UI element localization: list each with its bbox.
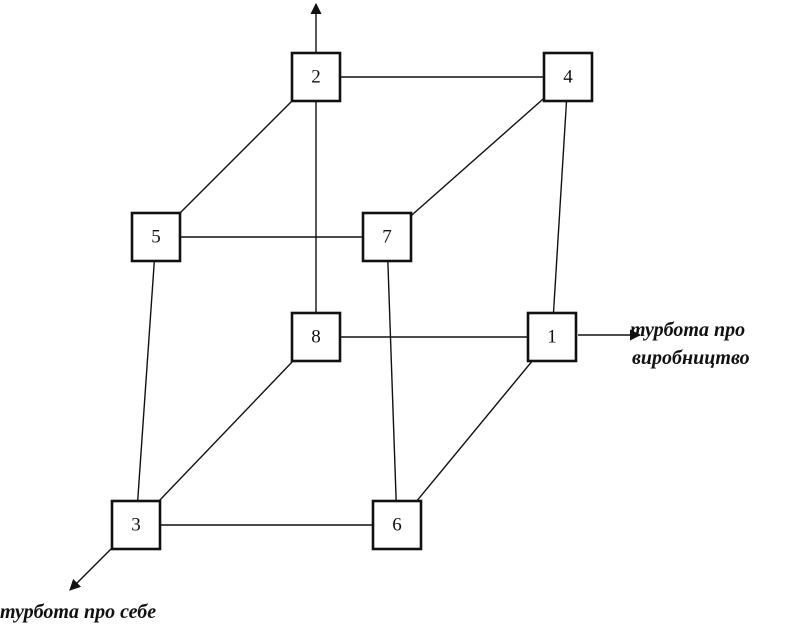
node-label-4: 4	[563, 66, 573, 87]
node-box-2	[290, 51, 342, 103]
edge-7-6	[386, 236, 398, 526]
node-5: 5	[130, 211, 182, 263]
self-axis-label: турбота про себе	[0, 601, 156, 623]
edge-8-3	[135, 336, 317, 526]
node-label-3: 3	[131, 514, 141, 535]
node-box-4	[542, 51, 594, 103]
node-label-2: 2	[311, 66, 321, 87]
node-box-5	[130, 211, 182, 263]
node-box-8	[290, 311, 342, 363]
edge-2-5	[155, 76, 317, 238]
node-box-7	[361, 211, 413, 263]
node-label-7: 7	[382, 226, 392, 247]
node-box-1	[526, 311, 578, 363]
node-label-1: 1	[547, 326, 557, 347]
node-6: 6	[371, 499, 423, 551]
node-2: 2	[290, 51, 342, 103]
node-3: 3	[110, 499, 162, 551]
edges-layer	[135, 76, 569, 526]
self-axis-arrow	[69, 547, 113, 591]
node-box-6	[371, 499, 423, 551]
node-8: 8	[290, 311, 342, 363]
axes-layer	[69, 2, 642, 591]
node-label-8: 8	[311, 326, 321, 347]
node-7: 7	[361, 211, 413, 263]
node-1: 1	[526, 311, 578, 363]
production-axis-label-line2: виробництво	[632, 347, 750, 369]
edge-5-3	[135, 236, 157, 526]
nodes-layer: 1 2 3 4 5 6 7 8	[110, 51, 594, 551]
production-axis-label-line1: турбота про	[630, 319, 745, 341]
node-4: 4	[542, 51, 594, 103]
node-label-6: 6	[392, 514, 402, 535]
node-label-5: 5	[151, 226, 161, 247]
edge-4-1	[551, 76, 569, 338]
edge-4-7	[386, 76, 569, 238]
edge-1-6	[396, 336, 553, 526]
node-box-3	[110, 499, 162, 551]
